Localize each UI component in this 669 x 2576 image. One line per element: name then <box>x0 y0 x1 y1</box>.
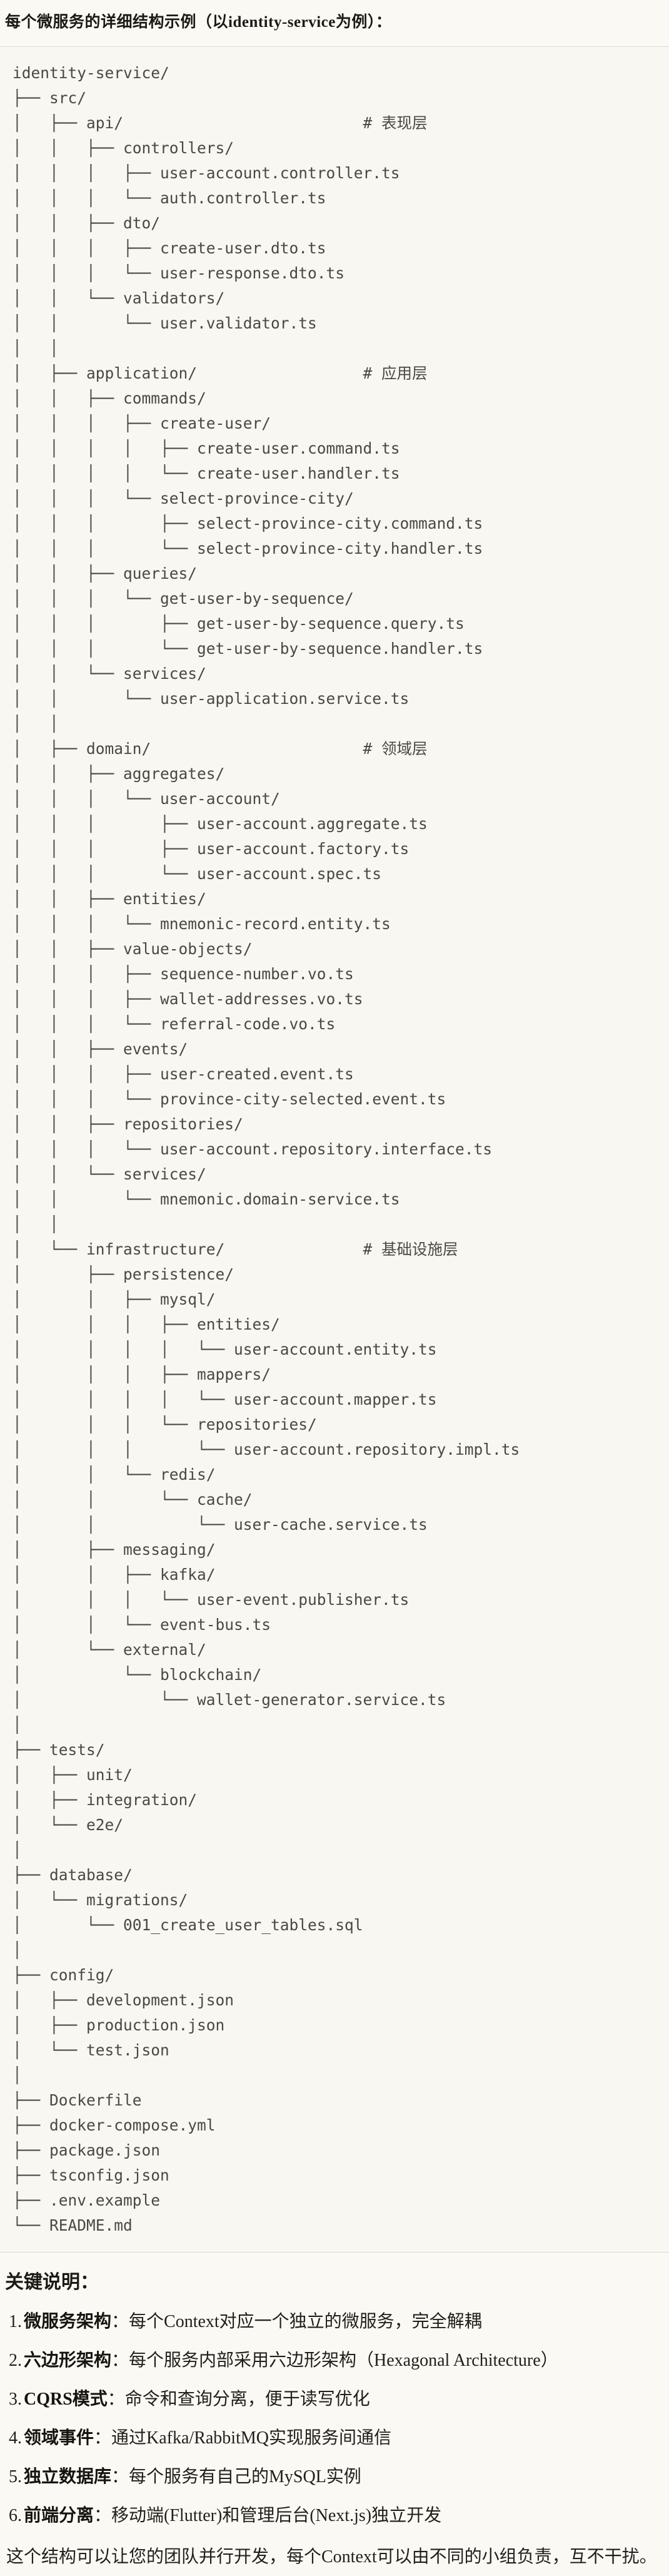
note-item-3: 3.CQRS模式：命令和查询分离，便于读写优化 <box>5 2386 664 2413</box>
note-text: ：每个Context对应一个独立的微服务，完全解耦 <box>111 2312 482 2331</box>
note-item-2: 2.六边形架构：每个服务内部采用六边形架构（Hexagonal Architec… <box>5 2347 664 2374</box>
note-item-5: 5.独立数据库：每个服务有自己的MySQL实例 <box>5 2463 664 2490</box>
note-text: ：每个服务有自己的MySQL实例 <box>111 2467 361 2487</box>
notes-section: 关键说明： 1.微服务架构：每个Context对应一个独立的微服务，完全解耦 2… <box>0 2269 669 2570</box>
note-number: 2. <box>9 2351 22 2370</box>
note-number: 5. <box>9 2467 22 2487</box>
note-item-4: 4.领域事件：通过Kafka/RabbitMQ实现服务间通信 <box>5 2425 664 2451</box>
note-item-6: 6.前端分离：移动端(Flutter)和管理后台(Next.js)独立开发 <box>5 2502 664 2529</box>
note-text: ：命令和查询分离，便于读写优化 <box>107 2390 370 2409</box>
note-number: 6. <box>9 2506 22 2525</box>
directory-tree: identity-service/ ├── src/ │ ├── api/ # … <box>13 64 520 2234</box>
note-term: 前端分离 <box>24 2506 94 2525</box>
note-number: 4. <box>9 2428 22 2448</box>
note-text: ：每个服务内部采用六边形架构（Hexagonal Architecture） <box>111 2351 558 2370</box>
page-title: 每个微服务的详细结构示例（以identity-service为例）： <box>5 14 392 31</box>
note-term: 领域事件 <box>24 2428 94 2448</box>
note-number: 3. <box>9 2390 22 2409</box>
note-term: CQRS模式 <box>24 2390 108 2409</box>
note-term: 微服务架构 <box>24 2312 112 2331</box>
note-text: ：移动端(Flutter)和管理后台(Next.js)独立开发 <box>94 2506 442 2525</box>
notes-footer: 这个结构可以让您的团队并行开发，每个Context可以由不同的小组负责，互不干扰… <box>6 2547 657 2567</box>
note-term: 独立数据库 <box>24 2467 112 2487</box>
note-text: ：通过Kafka/RabbitMQ实现服务间通信 <box>94 2428 391 2448</box>
note-item-1: 1.微服务架构：每个Context对应一个独立的微服务，完全解耦 <box>5 2308 664 2335</box>
notes-heading: 关键说明： <box>5 2272 99 2293</box>
note-number: 1. <box>9 2312 22 2331</box>
title-spacer <box>0 34 669 46</box>
code-block: identity-service/ ├── src/ │ ├── api/ # … <box>0 46 669 2253</box>
note-term: 六边形架构 <box>24 2351 112 2370</box>
